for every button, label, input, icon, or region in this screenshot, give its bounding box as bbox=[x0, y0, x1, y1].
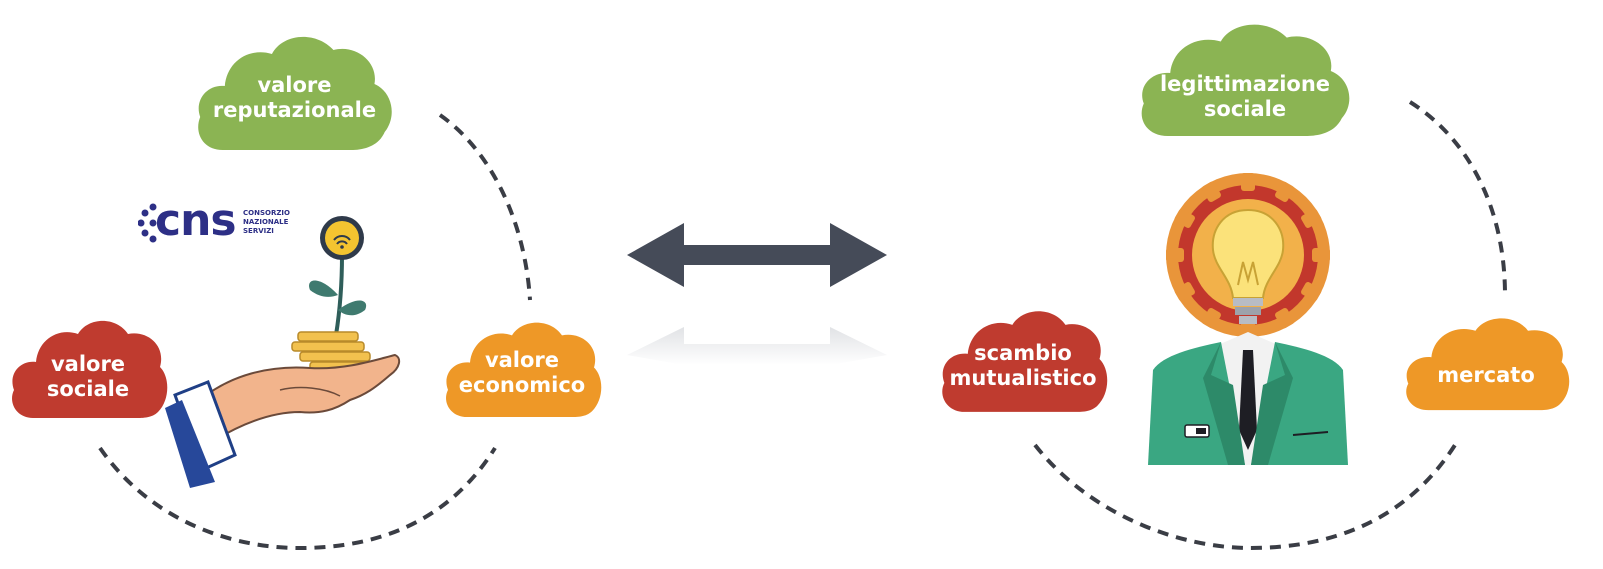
cloud-label: valore reputazionale bbox=[192, 70, 397, 126]
cloud-valore-reputazionale: valore reputazionale bbox=[192, 22, 397, 152]
cloud-label-line: sociale bbox=[1203, 97, 1287, 121]
cloud-label-line: mercato bbox=[1437, 362, 1535, 387]
left-ring-bottom-arc bbox=[98, 446, 497, 551]
hand-holding-coins-plant-icon bbox=[165, 216, 401, 488]
cloud-shape bbox=[942, 311, 1108, 412]
lightbulb-head-businessman-icon bbox=[1148, 173, 1348, 465]
cloud-label-line: valore bbox=[50, 352, 126, 376]
right-ring-top-arc bbox=[1408, 100, 1507, 296]
cns-logo-subtitle-line: CONSORZIO bbox=[243, 209, 290, 217]
cloud-shape bbox=[1406, 318, 1570, 411]
cns-logo-wordmark: cns bbox=[155, 195, 237, 246]
cloud-label: scambio mutualistico bbox=[938, 337, 1108, 395]
cloud-label-line: legittimazione bbox=[1159, 72, 1331, 96]
cloud-label-line: economico bbox=[458, 373, 586, 397]
cloud-label-line: sociale bbox=[46, 377, 130, 401]
double-arrow-icon bbox=[627, 223, 887, 365]
cloud-shape bbox=[446, 322, 602, 418]
cloud-label-line: valore bbox=[257, 73, 332, 97]
cloud-label: mercato bbox=[1402, 350, 1570, 400]
cns-logo-dots-icon bbox=[138, 203, 157, 243]
cloud-legittimazione-sociale: legittimazione sociale bbox=[1135, 10, 1355, 138]
cloud-shape bbox=[1141, 24, 1350, 137]
cloud-mercato: mercato bbox=[1402, 310, 1570, 412]
cns-logo-subtitle-line: SERVIZI bbox=[243, 227, 274, 235]
cloud-label-line: reputazionale bbox=[212, 98, 377, 122]
left-ring-top-arc bbox=[438, 113, 532, 301]
cloud-label: legittimazione sociale bbox=[1135, 70, 1355, 124]
right-ring-bottom-arc bbox=[1033, 443, 1457, 551]
cloud-scambio-mutualistico: scambio mutualistico bbox=[938, 302, 1108, 414]
cns-logo-subtitle-line: NAZIONALE bbox=[243, 218, 289, 226]
cloud-label: valore economico bbox=[442, 344, 602, 402]
cns-logo-subtitle: CONSORZIO NAZIONALE SERVIZI bbox=[243, 209, 323, 236]
cloud-label-line: mutualistico bbox=[949, 366, 1097, 390]
cloud-label-line: valore bbox=[484, 348, 560, 372]
cloud-label: valore sociale bbox=[8, 347, 168, 407]
cloud-shape bbox=[198, 36, 392, 150]
arrow-reflection bbox=[627, 327, 887, 365]
cloud-label-line: scambio bbox=[974, 341, 1072, 365]
cloud-valore-sociale: valore sociale bbox=[8, 312, 168, 420]
cloud-shape bbox=[12, 320, 168, 418]
cloud-valore-economico: valore economico bbox=[442, 314, 602, 419]
main-arrow bbox=[627, 223, 887, 287]
